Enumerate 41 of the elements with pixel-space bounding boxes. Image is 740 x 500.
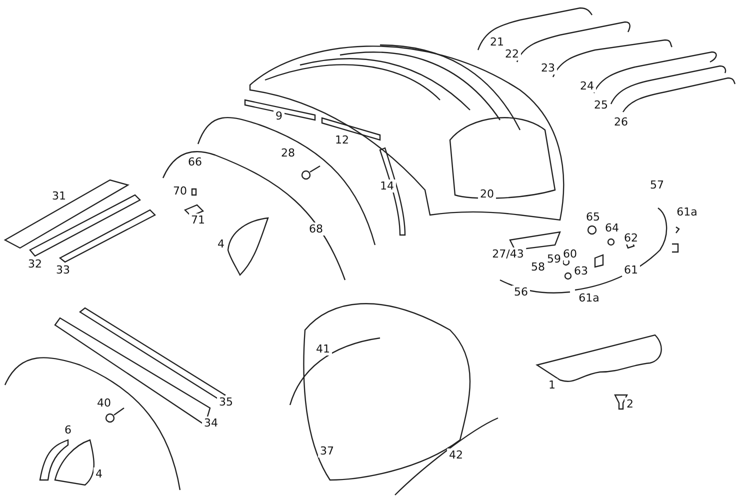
callout-number: 70 (171, 184, 189, 198)
callout-number: 65 (584, 210, 602, 224)
callout-number: 40 (95, 396, 113, 410)
callout-number: 14 (378, 180, 396, 192)
callout-number: 64 (603, 222, 621, 234)
callout-number: 4 (216, 238, 226, 250)
callout-number: 62 (622, 232, 640, 244)
callout-number: 58 (529, 260, 547, 274)
callout-number: 71 (189, 214, 207, 226)
callout-number: 27/43 (490, 248, 526, 260)
callout-number: 31 (50, 190, 68, 202)
callout-number: 34 (202, 416, 220, 430)
callout-number: 12 (333, 134, 351, 146)
callout-number: 63 (572, 264, 590, 278)
callout-number: 9 (274, 110, 284, 122)
callout-number: 61a (674, 206, 700, 218)
callout-number: 41 (314, 342, 332, 356)
callout-number: 23 (539, 62, 557, 74)
callout-number: 25 (592, 98, 610, 112)
callout-number: 61 (622, 264, 640, 276)
callout-number: 60 (561, 248, 579, 260)
callout-number: 56 (512, 286, 530, 298)
callout-number: 21 (488, 36, 506, 48)
callout-number: 24 (578, 80, 596, 92)
callout-number: 20 (478, 188, 496, 200)
callout-number: 6 (62, 424, 74, 436)
callout-number: 32 (26, 258, 44, 270)
callout-number: 33 (54, 264, 72, 276)
callout-number: 28 (279, 146, 297, 160)
callout-number: 57 (648, 178, 666, 192)
callout-number: 26 (612, 116, 630, 128)
callout-number: 37 (318, 444, 336, 458)
callout-number: 68 (307, 222, 325, 236)
callout-number: 35 (217, 396, 235, 408)
callout-number: 22 (503, 48, 521, 60)
callout-number: 1 (546, 378, 558, 392)
callout-number: 42 (447, 448, 465, 462)
callout-number: 66 (186, 156, 204, 168)
callout-number: 61a (576, 292, 602, 304)
callout-number: 2 (624, 398, 636, 410)
callout-number: 4 (94, 468, 104, 480)
